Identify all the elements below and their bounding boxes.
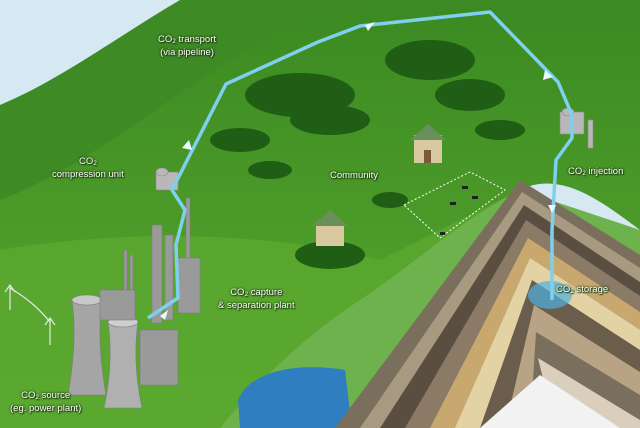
power-plant [67,197,201,409]
co2-injection-label: CO2 injection [568,166,624,177]
fenced-field [403,171,506,239]
geological-strata [335,180,640,428]
co2-source-label: CO2 source (eg. power plant) [10,390,82,414]
community-house [410,124,446,163]
co2-storage-label: CO2 storage [556,284,609,295]
co2-compression-unit-label: CO2 compression unit [52,156,124,180]
cows [440,186,478,235]
pipeline [147,10,574,320]
co2-transport-label: CO2 transport (via pipeline) [158,34,217,58]
community-label: Community [330,170,379,181]
power-pylons [4,283,56,345]
storage-reservoir [528,281,572,309]
flow-arrows [160,22,556,320]
house [312,210,348,246]
co2-capture-label: CO2 capture & separation plant [218,287,295,311]
forest [210,40,525,269]
lake [238,367,352,428]
